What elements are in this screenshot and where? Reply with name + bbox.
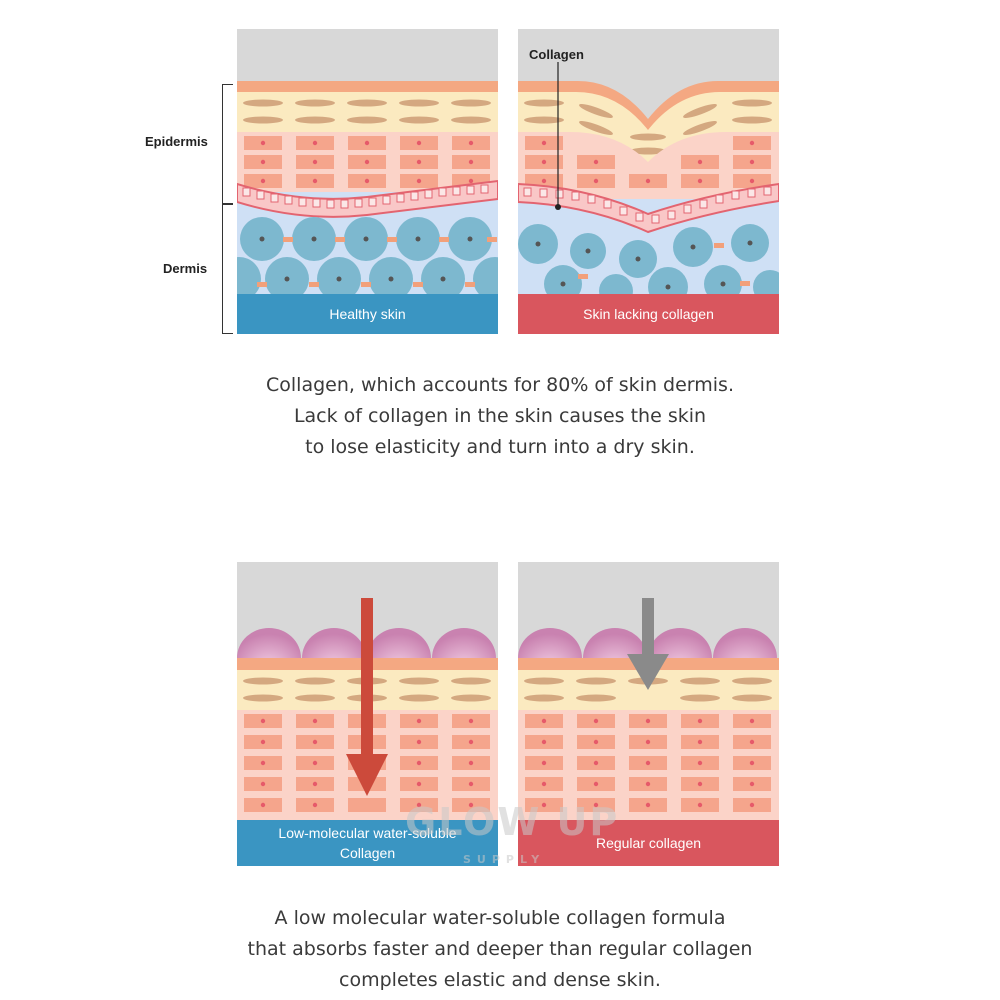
top-description-line-1: Collagen, which accounts for 80% of skin… [266,374,734,396]
watermark-main: GLOW UP [405,800,620,844]
epidermis-label: Epidermis [145,134,208,149]
bottom-description-line-3: completes elastic and dense skin. [339,969,661,991]
dermis-bracket [222,204,233,334]
collagen-tag: Collagen [529,47,584,62]
lacking-skin-panel: Skin lacking collagen [518,29,779,334]
lacking-skin-illustration [518,29,779,334]
top-description-line-2: Lack of collagen in the skin causes the … [293,405,707,427]
deep-penetration-arrow [346,598,388,796]
healthy-skin-label: Healthy skin [329,306,406,322]
dermis-label: Dermis [163,261,208,276]
regular-collagen-caption: Regular collagen [518,820,779,866]
top-description-line-3: to lose elasticity and turn into a dry s… [305,436,695,458]
shallow-penetration-arrow [627,598,669,690]
top-description: Collagen, which accounts for 80% of skin… [0,370,1000,463]
healthy-skin-panel: Healthy skin [237,29,498,334]
bottom-description-line-1: A low molecular water-soluble collagen f… [274,907,726,929]
low-molecular-illustration [237,562,498,866]
low-molecular-label-line-1: Low-molecular water-soluble [278,825,457,841]
regular-collagen-panel: Regular collagen [518,562,779,866]
low-molecular-panel: Low-molecular water-soluble Collagen [237,562,498,866]
bottom-description-line-2: that absorbs faster and deeper than regu… [247,938,753,960]
low-molecular-caption: Low-molecular water-soluble Collagen [237,820,498,866]
lacking-skin-label: Skin lacking collagen [583,306,714,322]
epidermis-bracket [222,84,233,204]
lacking-skin-caption: Skin lacking collagen [518,294,779,334]
bottom-description: A low molecular water-soluble collagen f… [0,903,1000,996]
healthy-skin-illustration [237,29,498,334]
low-molecular-label-line-2: Collagen [339,845,396,861]
regular-collagen-illustration [518,562,779,866]
watermark-sub: SUPPLY [463,853,546,866]
healthy-skin-caption: Healthy skin [237,294,498,334]
regular-collagen-label: Regular collagen [595,835,702,851]
